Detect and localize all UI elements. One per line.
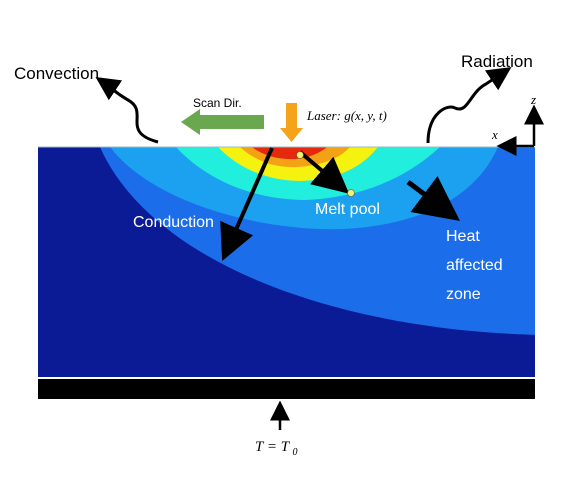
haz-label-line-2: affected xyxy=(446,257,503,274)
convection-label: Convection xyxy=(14,64,99,83)
radiation-arrow xyxy=(426,67,512,144)
melt-pool-label: Melt pool xyxy=(315,201,380,218)
axis-z-label: z xyxy=(530,92,536,107)
base-plate xyxy=(38,379,535,399)
scan-direction-arrow xyxy=(181,109,264,135)
axis-x-label: x xyxy=(491,127,498,142)
heat-affected-zone-arrow xyxy=(406,176,460,221)
conduction-label: Conduction xyxy=(133,214,214,231)
scan-direction-label: Scan Dir. xyxy=(193,96,242,110)
melt-pool-marker-start xyxy=(296,151,304,159)
haz-label-line-3: zone xyxy=(446,286,481,303)
convection-arrow xyxy=(95,77,159,144)
melt-pool-arrow xyxy=(298,150,350,194)
boundary-condition-label: T = T 0 xyxy=(255,439,298,458)
melt-pool-marker-end xyxy=(347,189,355,197)
laser-label: Laser: g(x, y, t) xyxy=(306,108,387,123)
haz-label-line-1: Heat xyxy=(446,228,480,245)
boundary-condition-subscript: 0 xyxy=(293,447,298,458)
heat-affected-zone-label: Heat affected zone xyxy=(446,228,507,303)
radiation-label: Radiation xyxy=(461,52,533,71)
laser-arrow xyxy=(280,103,303,142)
conduction-arrow xyxy=(220,147,274,261)
boundary-condition-main: T = T xyxy=(255,439,291,455)
